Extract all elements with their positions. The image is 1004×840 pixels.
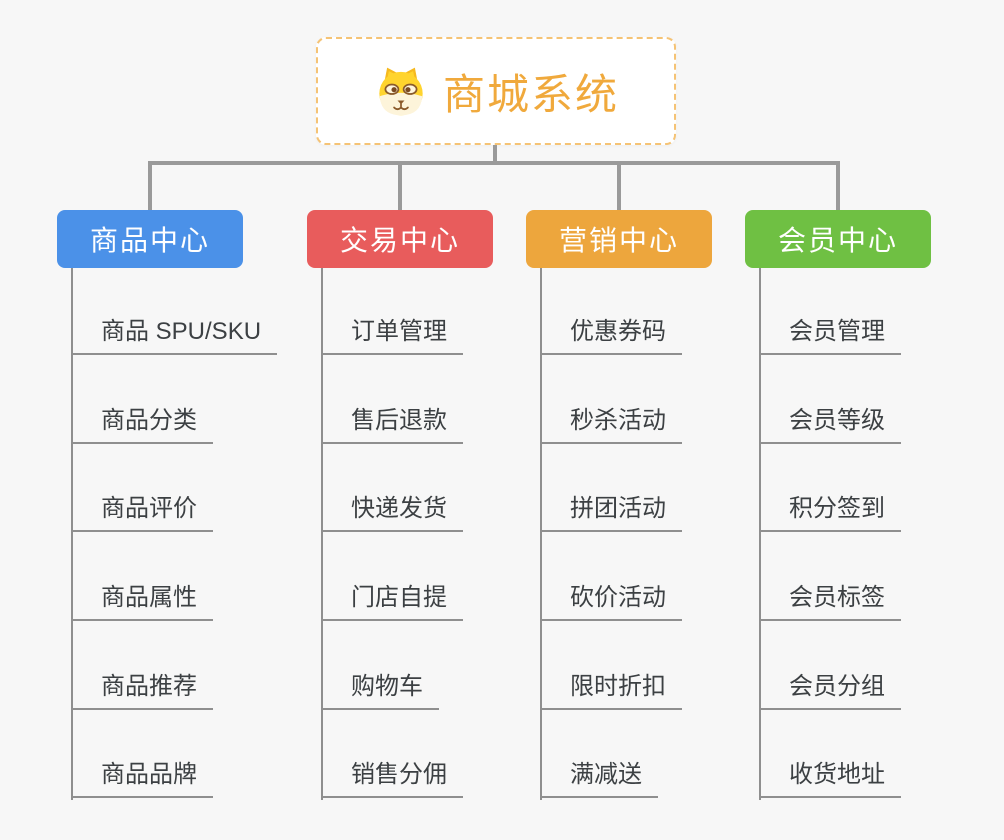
connector-drop-1 [148, 163, 152, 210]
leaf-node[interactable]: 商品评价 [71, 492, 213, 532]
branch-header-marketing-center[interactable]: 营销中心 [526, 210, 712, 268]
leaf-node[interactable]: 订单管理 [321, 315, 463, 355]
branch-product-center: 商品中心 商品 SPU/SKU 商品分类 商品评价 商品属性 商品推荐 商品品牌 [57, 210, 307, 820]
leaf-node[interactable]: 会员分组 [759, 670, 901, 710]
branch-trunk-line [71, 268, 73, 800]
leaf-node[interactable]: 会员管理 [759, 315, 901, 355]
leaf-node[interactable]: 收货地址 [759, 758, 901, 798]
leaf-node[interactable]: 商品品牌 [71, 758, 213, 798]
branch-trade-center: 交易中心 订单管理 售后退款 快递发货 门店自提 购物车 销售分佣 [307, 210, 557, 820]
leaf-node[interactable]: 商品属性 [71, 581, 213, 621]
leaf-node[interactable]: 售后退款 [321, 404, 463, 444]
branch-member-center: 会员中心 会员管理 会员等级 积分签到 会员标签 会员分组 收货地址 [745, 210, 995, 820]
connector-root-stub [493, 145, 497, 165]
leaf-node[interactable]: 商品推荐 [71, 670, 213, 710]
leaf-node[interactable]: 快递发货 [321, 492, 463, 532]
leaf-node[interactable]: 拼团活动 [540, 492, 682, 532]
leaf-node[interactable]: 砍价活动 [540, 581, 682, 621]
root-title: 商城系统 [442, 70, 619, 118]
leaf-node[interactable]: 满减送 [540, 758, 658, 798]
leaf-node[interactable]: 商品 SPU/SKU [71, 315, 278, 355]
leaf-node[interactable]: 秒杀活动 [540, 404, 682, 444]
branch-header-member-center[interactable]: 会员中心 [745, 210, 931, 268]
connector-drop-2 [398, 163, 402, 210]
leaf-node[interactable]: 积分签到 [759, 492, 901, 532]
connector-drop-4 [836, 163, 840, 210]
branch-marketing-center: 营销中心 优惠券码 秒杀活动 拼团活动 砍价活动 限时折扣 满减送 [526, 210, 776, 820]
leaf-node[interactable]: 限时折扣 [540, 670, 682, 710]
leaf-node[interactable]: 会员标签 [759, 581, 901, 621]
connector-drop-3 [617, 163, 621, 210]
branch-trunk-line [321, 268, 323, 800]
leaf-node[interactable]: 门店自提 [321, 581, 463, 621]
root-node[interactable]: 商城系统 [316, 37, 676, 145]
branch-header-product-center[interactable]: 商品中心 [57, 210, 243, 268]
connector-rail [148, 161, 840, 165]
leaf-node[interactable]: 会员等级 [759, 404, 901, 444]
branch-header-trade-center[interactable]: 交易中心 [307, 210, 493, 268]
dog-face-icon [379, 67, 423, 116]
leaf-node[interactable]: 商品分类 [71, 404, 213, 444]
branch-trunk-line [540, 268, 542, 800]
branch-trunk-line [759, 268, 761, 800]
leaf-node[interactable]: 购物车 [321, 670, 439, 710]
leaf-node[interactable]: 优惠券码 [540, 315, 682, 355]
leaf-node[interactable]: 销售分佣 [321, 758, 463, 798]
